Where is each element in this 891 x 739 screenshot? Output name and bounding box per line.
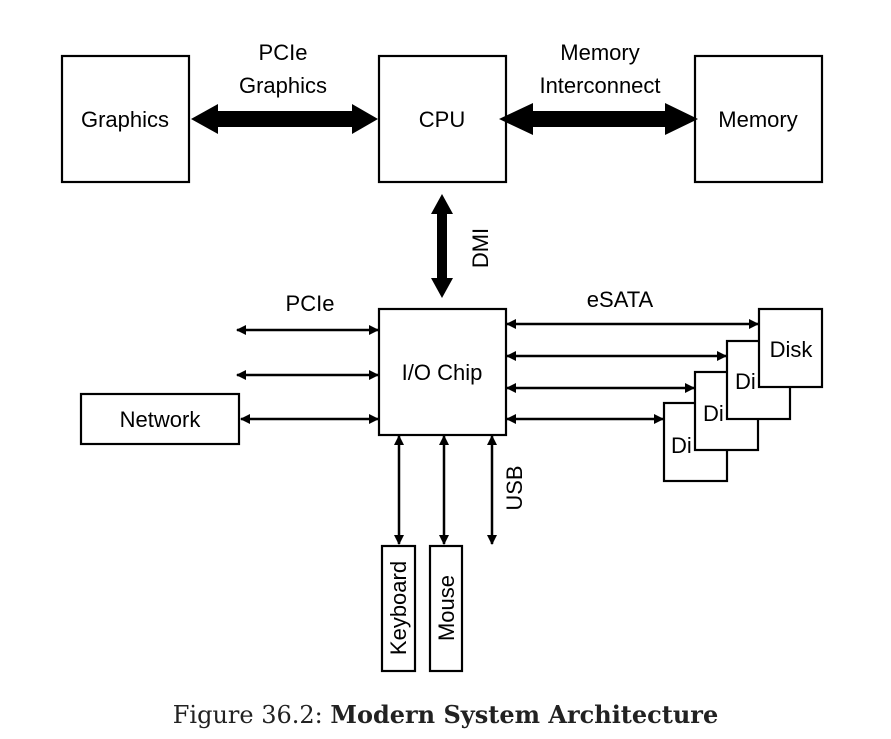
network-label: Network bbox=[120, 407, 202, 432]
figure-caption: Figure 36.2: Modern System Architecture bbox=[0, 700, 891, 729]
pcie-graphics-label-line2: Graphics bbox=[239, 73, 327, 98]
cpu-label: CPU bbox=[419, 107, 465, 132]
disk-label-3: Di bbox=[703, 401, 724, 426]
disk-label-1: Disk bbox=[770, 337, 814, 362]
disk-label-4: Di bbox=[671, 433, 692, 458]
dmi-arrow bbox=[431, 194, 453, 298]
io-chip-node: I/O Chip bbox=[377, 307, 508, 437]
mouse-label: Mouse bbox=[434, 575, 459, 641]
disk-node-1: Disk bbox=[757, 307, 824, 389]
memory-label: Memory bbox=[718, 107, 797, 132]
pcie-label: PCIe bbox=[286, 291, 335, 316]
disk-label-2: Di bbox=[735, 369, 756, 394]
esata-label: eSATA bbox=[587, 287, 654, 312]
memory-interconnect-arrow bbox=[499, 103, 698, 135]
keyboard-node: Keyboard bbox=[380, 544, 417, 673]
graphics-label: Graphics bbox=[81, 107, 169, 132]
dmi-label: DMI bbox=[468, 228, 493, 268]
caption-title: Modern System Architecture bbox=[330, 700, 719, 729]
pcie-graphics-arrow bbox=[191, 104, 378, 134]
memory-interconnect-label-line2: Interconnect bbox=[539, 73, 660, 98]
memory-node: Memory bbox=[693, 54, 824, 184]
caption-prefix: Figure 36.2: bbox=[172, 701, 323, 729]
network-node: Network bbox=[79, 392, 241, 446]
cpu-node: CPU bbox=[377, 54, 508, 184]
usb-label: USB bbox=[502, 465, 527, 510]
memory-interconnect-label-line1: Memory bbox=[560, 40, 639, 65]
graphics-node: Graphics bbox=[60, 54, 191, 184]
io-chip-label: I/O Chip bbox=[402, 360, 483, 385]
keyboard-label: Keyboard bbox=[386, 561, 411, 655]
mouse-node: Mouse bbox=[428, 544, 464, 673]
pcie-graphics-label-line1: PCIe bbox=[259, 40, 308, 65]
